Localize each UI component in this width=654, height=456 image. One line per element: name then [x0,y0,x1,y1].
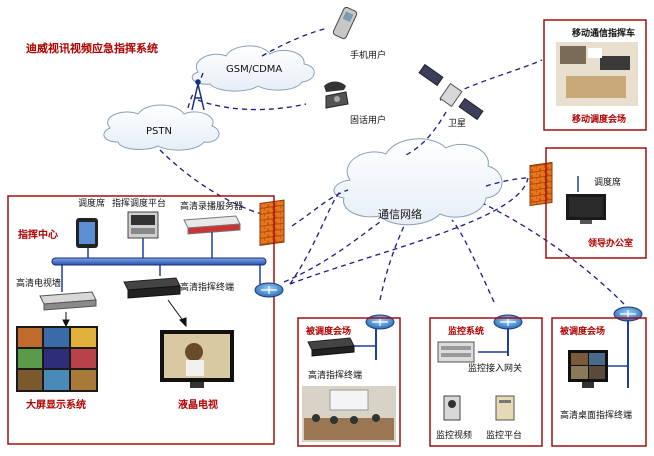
link-sat-cloud [403,111,447,157]
recording-server-icon [183,215,241,235]
gsm-label: GSM/CDMA [226,64,282,75]
link-tower-pstn [187,91,195,109]
landline-phone-icon [324,81,349,109]
gateway-icon [437,341,475,363]
dispatch-console-icon [127,211,159,239]
pstn-cloud: PSTN [103,104,220,151]
office-caption: 领导办公室 [588,237,633,249]
hd-terminal-icon [123,277,181,299]
link-cloud-venue1 [379,225,405,301]
mobile-phone-icon [332,6,358,40]
vehicle-title: 移动通信指挥车 [572,27,635,39]
command-center-frame [7,195,275,445]
tablet-icon [76,218,98,248]
dispatch-seat-label: 调度席 [78,197,105,209]
center-terminal-label: 高清指挥终端 [180,281,234,293]
link-sat-vehicle [439,59,543,101]
link-cloud-venue2 [483,203,625,305]
vehicle-caption: 移动调度会场 [572,113,626,125]
router-venue1-icon [365,314,395,330]
monitoring-frame [429,317,543,447]
big-screen-label: 大屏显示系统 [26,398,86,411]
network-bus [51,257,267,266]
venue-left-terminal-label: 高清指挥终端 [308,369,362,381]
network-label: 通信网络 [378,207,422,221]
office-monitor-icon [566,194,606,224]
link-cloud-monitor [451,219,495,303]
video-wall-controller-icon [39,291,97,311]
gsm-cloud: GSM/CDMA [191,45,315,92]
big-screen-wall-icon [16,326,98,392]
mobile-user-label: 手机用户 [350,49,386,61]
lcd-tv-label: 液晶电视 [178,398,218,411]
link-cloud-office [485,177,529,187]
vehicle-interior-photo [556,42,638,106]
camera-icon [443,395,461,421]
link-gsm-mobile [261,27,329,57]
satellite-icon [418,63,484,121]
command-center-label: 指挥中心 [18,228,58,241]
venue-left-terminal-icon [307,337,355,357]
mobile-vehicle-frame [543,19,647,131]
recording-server-label: 高清录播服务器 [180,200,243,212]
venue-right-terminal-label: 高清桌面指挥终端 [560,409,632,421]
monitoring-title: 监控系统 [448,325,484,337]
page-title: 迪威视讯视频应急指挥系统 [26,41,158,55]
leader-office-frame [545,147,647,259]
router-venue2-icon [613,306,643,322]
lcd-tv-icon [160,330,234,388]
office-seat-label: 调度席 [594,176,621,188]
desktop-terminal-icon [568,350,608,388]
router-monitor-icon [493,314,523,330]
monitoring-platform-label: 监控平台 [486,429,522,441]
radio-tower-icon [191,79,205,111]
router-center-icon [254,282,284,298]
link-pstn-fixed [197,99,307,111]
venue-left-frame [297,317,401,447]
link-router-cloud2 [289,189,343,285]
satellite-label: 卫星 [448,118,466,129]
link-router-cloud [283,221,381,283]
dashed-links [159,27,625,305]
venue-right-title: 被调度会场 [560,325,605,337]
link-fw-cloud [291,189,349,227]
gateway-label: 监控接入网关 [468,362,522,374]
video-wall-label: 高清电视墙 [16,277,61,289]
venue-left-title: 被调度会场 [306,325,351,337]
fixed-user-label: 固话用户 [350,114,386,126]
dispatch-platform-label: 指挥调度平台 [112,197,166,209]
firewall-office-icon [529,161,553,207]
bus-drops [61,232,261,292]
monitoring-video-label: 监控视频 [436,429,472,441]
pstn-label: PSTN [146,126,172,137]
monitoring-pc-icon [495,395,515,421]
firewall-center-icon [259,199,285,247]
venue-right-frame [551,317,647,447]
conference-room-photo [302,386,396,442]
network-cloud: 通信网络 [333,138,503,226]
link-router-office [289,177,529,285]
link-pstn-firewall [159,149,263,215]
arrows [62,299,187,328]
